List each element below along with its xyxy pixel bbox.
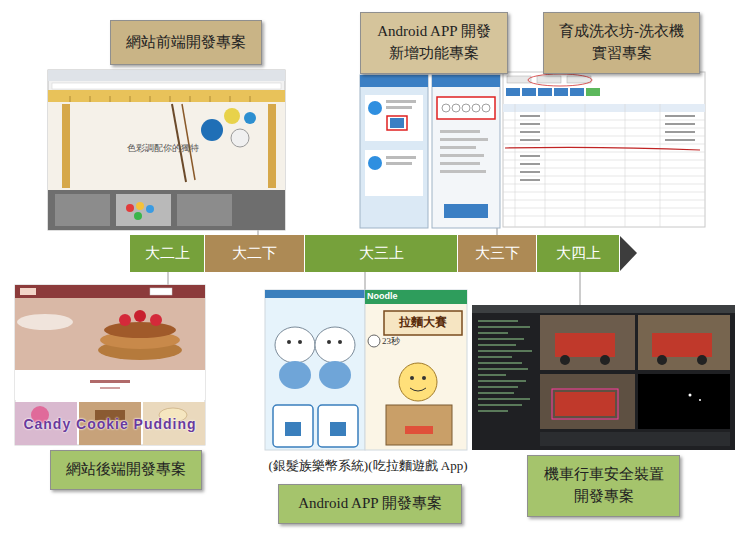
project-box: 網站後端開發專案 xyxy=(50,450,202,490)
node-text: 網站後端開發專案 xyxy=(66,459,186,481)
node-text: 網站前端開發專案 xyxy=(126,32,246,54)
screenshot-text: 色彩調配你的獨特 xyxy=(108,142,218,155)
timeline-segment: 大三上 xyxy=(305,235,458,272)
timeline-segment: 大二下 xyxy=(205,235,305,272)
node-text: 大三上 xyxy=(359,244,404,263)
node-text: 大四上 xyxy=(556,244,601,263)
timeline-segment: 大二上 xyxy=(130,235,205,272)
node-text: Android APP 開發 新增功能專案 xyxy=(369,21,499,65)
project-box: Android APP 開發 新增功能專案 xyxy=(360,12,508,74)
node-text: Android APP 開發專案 xyxy=(298,493,442,515)
screenshot-text: Candy Cookie Pudding xyxy=(15,416,205,432)
node-text: 育成洗衣坊-洗衣機 實習專案 xyxy=(552,21,691,65)
project-box: 網站前端開發專案 xyxy=(110,20,262,65)
screenshot-text: 拉麵大賽 xyxy=(384,314,462,331)
project-box: 機車行車安全裝置 開發專案 xyxy=(527,455,680,517)
node-text: 大三下 xyxy=(475,244,520,263)
node-text: 大二下 xyxy=(232,244,277,263)
screenshot-text: 23秒 xyxy=(382,335,412,348)
project-box: 育成洗衣坊-洗衣機 實習專案 xyxy=(543,12,700,74)
node-text: 機車行車安全裝置 開發專案 xyxy=(536,464,671,508)
node-text: 大二上 xyxy=(145,244,190,263)
screenshot-text: Noodle xyxy=(367,291,427,301)
project-box: Android APP 開發專案 xyxy=(278,484,462,524)
timeline-segment: 大三下 xyxy=(458,235,537,272)
subtitle-note: (銀髮族樂幣系統)(吃拉麵遊戲 App) xyxy=(238,457,498,475)
timeline-segment: 大四上 xyxy=(537,235,620,272)
